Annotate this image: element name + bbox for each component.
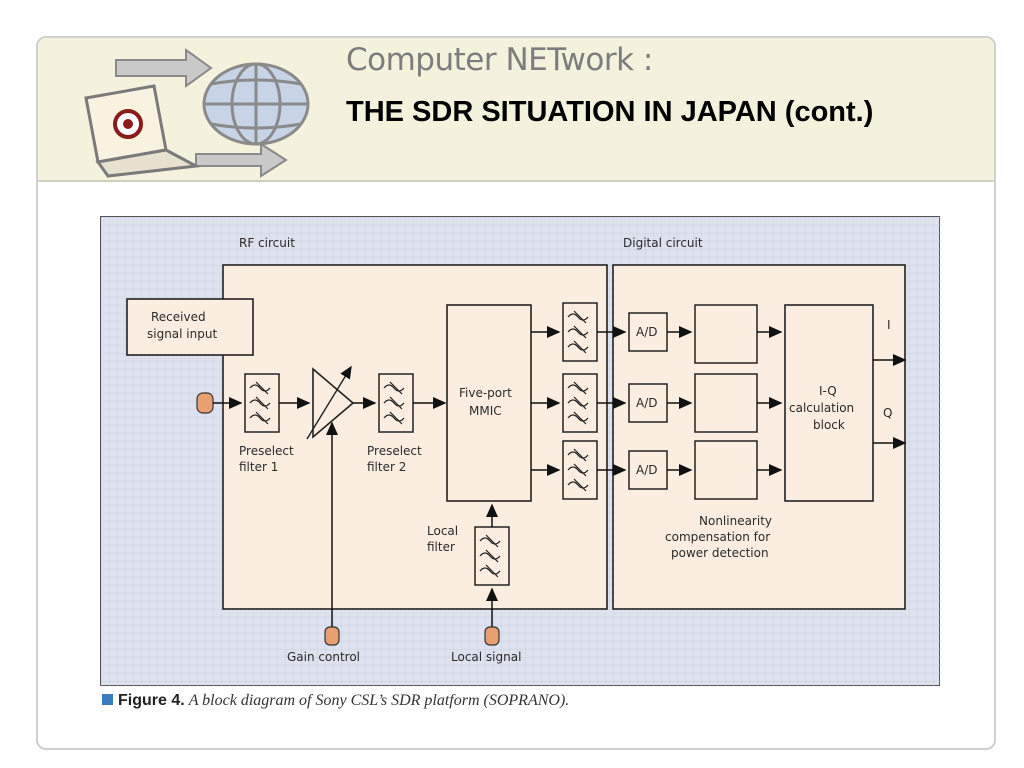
preselect-filter-1-line1: Preselect bbox=[239, 444, 294, 458]
nonlinearity-line1: Nonlinearity bbox=[699, 514, 772, 528]
figure-caption: Figure 4. A block diagram of Sony CSL’s … bbox=[102, 692, 569, 710]
ad-converter-3-label: A/D bbox=[636, 463, 658, 477]
preselect-filter-2-icon bbox=[378, 373, 414, 433]
preselect-filter-1-icon bbox=[244, 373, 280, 433]
local-filter-icon bbox=[474, 526, 510, 586]
rf-circuit-label: RF circuit bbox=[239, 236, 295, 250]
caption-lead: Figure 4. bbox=[118, 692, 185, 709]
received-signal-input-line2: signal input bbox=[147, 327, 217, 341]
compensation-block-2 bbox=[694, 373, 758, 433]
five-port-mmic-line1: Five-port bbox=[459, 386, 512, 400]
computer-network-logo bbox=[84, 48, 310, 178]
channel-filter-3-icon bbox=[562, 440, 598, 500]
block-diagram: RF circuit Digital circuit Received sign… bbox=[100, 216, 941, 687]
ad-converter-3 bbox=[628, 450, 668, 490]
preselect-filter-2-line1: Preselect bbox=[367, 444, 422, 458]
digital-circuit-label: Digital circuit bbox=[623, 236, 703, 250]
caption-text: A block diagram of Sony CSL’s SDR platfo… bbox=[188, 692, 570, 709]
compensation-block-3 bbox=[694, 440, 758, 500]
iq-block-line3: block bbox=[813, 418, 845, 432]
nonlinearity-line2: compensation for bbox=[665, 530, 770, 544]
rf-circuit-region bbox=[222, 264, 608, 610]
slide: Computer NETwork : THE SDR SITUATION IN … bbox=[36, 36, 996, 750]
diagram-canvas: RF circuit Digital circuit Received sign… bbox=[101, 217, 941, 687]
channel-filter-2-icon bbox=[562, 373, 598, 433]
variable-amplifier-icon bbox=[306, 365, 355, 440]
nonlinearity-line3: power detection bbox=[671, 546, 769, 560]
slide-title: THE SDR SITUATION IN JAPAN (cont.) bbox=[346, 96, 874, 128]
gain-control-port-icon bbox=[324, 626, 340, 646]
five-port-mmic-box bbox=[446, 304, 532, 502]
local-signal-label: Local signal bbox=[451, 650, 521, 664]
header-band: Computer NETwork : THE SDR SITUATION IN … bbox=[38, 38, 994, 182]
iq-block-line2: calculation bbox=[789, 401, 854, 415]
five-port-mmic-line2: MMIC bbox=[469, 404, 502, 418]
ad-converter-1-label: A/D bbox=[636, 325, 658, 339]
local-signal-port-icon bbox=[484, 626, 500, 646]
local-filter-line1: Local bbox=[427, 524, 458, 538]
received-signal-input-box bbox=[126, 298, 254, 356]
channel-filter-1-icon bbox=[562, 302, 598, 362]
output-q-label: Q bbox=[883, 406, 892, 420]
ad-converter-2-label: A/D bbox=[636, 396, 658, 410]
local-filter-line2: filter bbox=[427, 540, 455, 554]
iq-block-line1: I-Q bbox=[819, 384, 837, 398]
iq-calculation-block bbox=[784, 304, 874, 502]
gain-control-label: Gain control bbox=[287, 650, 360, 664]
ad-converter-1 bbox=[628, 312, 668, 352]
caption-bullet-icon bbox=[102, 694, 113, 705]
received-signal-input-line1: Received bbox=[151, 310, 206, 324]
output-i-label: I bbox=[887, 318, 891, 332]
preselect-filter-1-line2: filter 1 bbox=[239, 460, 278, 474]
compensation-block-1 bbox=[694, 304, 758, 364]
brand-title: Computer NETwork : bbox=[346, 42, 653, 78]
preselect-filter-2-line2: filter 2 bbox=[367, 460, 406, 474]
input-port-icon bbox=[196, 392, 214, 414]
